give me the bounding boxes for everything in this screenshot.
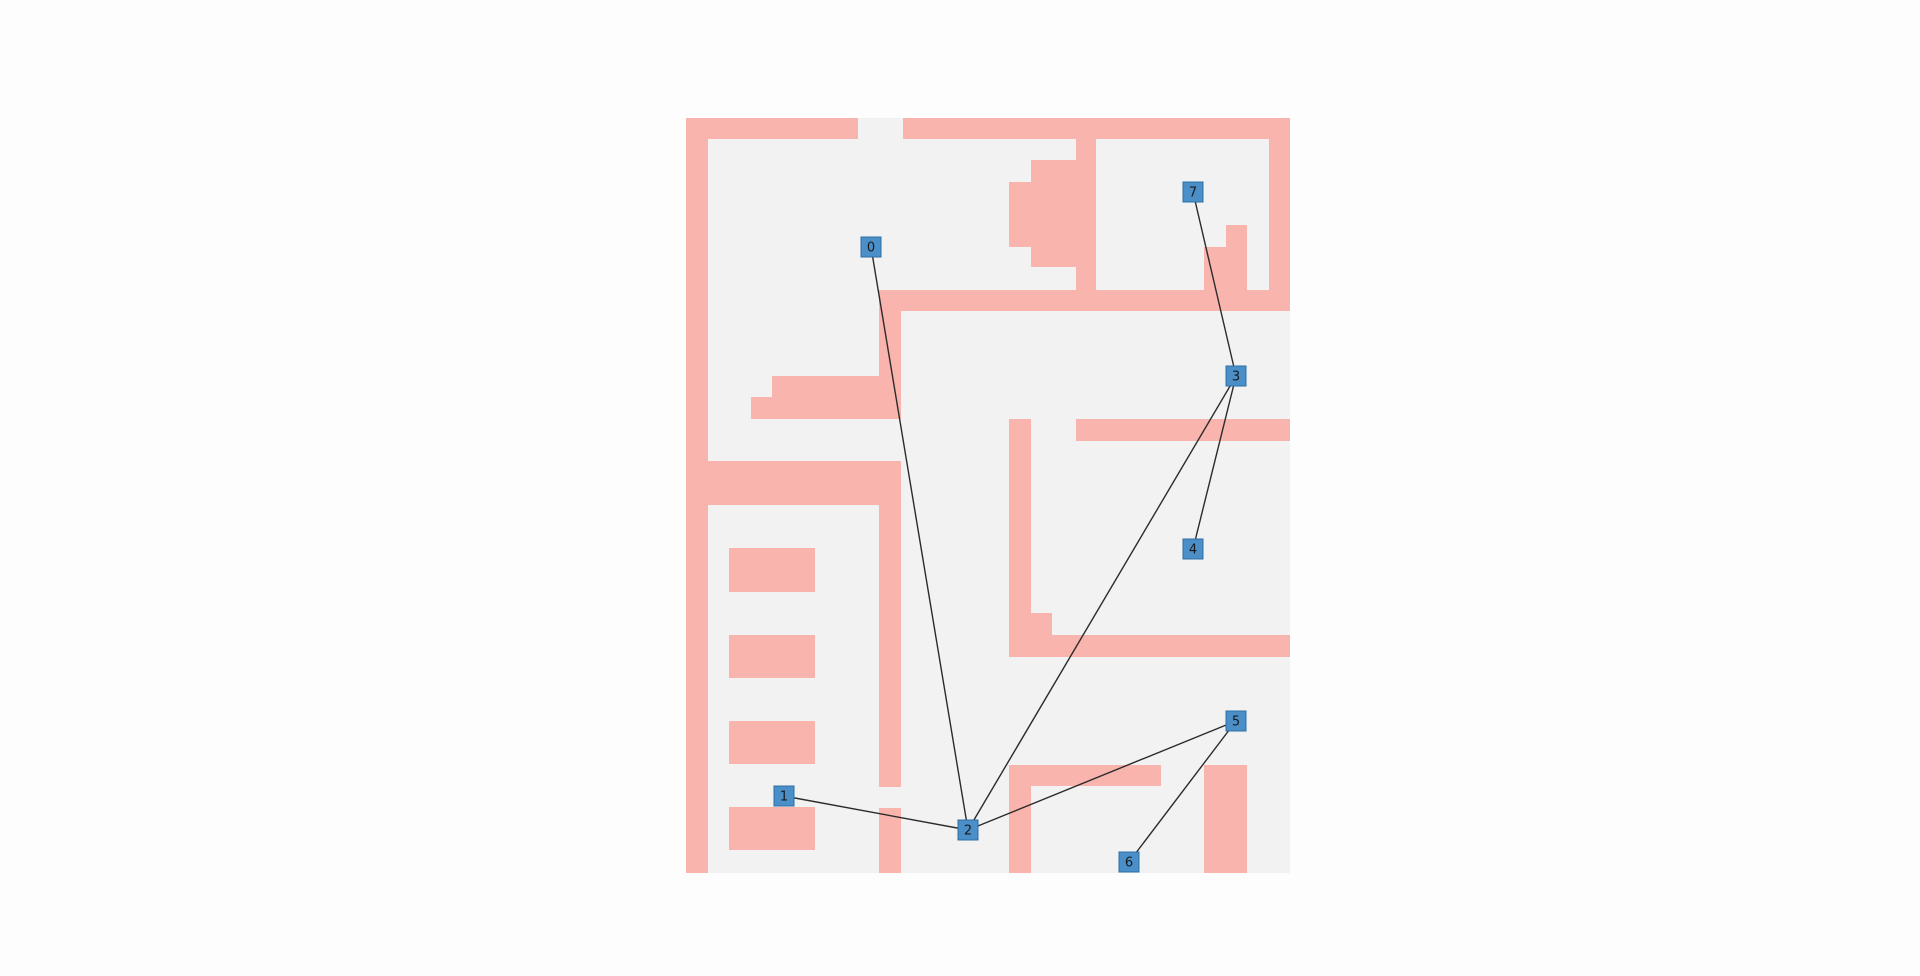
node-box (860, 236, 882, 258)
wall-segment (751, 397, 901, 419)
node-6: 6 (1118, 851, 1140, 873)
wall-segment (1226, 225, 1247, 311)
wall-segment (686, 461, 901, 505)
node-box (1118, 851, 1140, 873)
nodes-layer: 0 1 2 3 4 5 6 7 (773, 181, 1247, 873)
node-label: 5 (1232, 715, 1240, 730)
node-label: 7 (1189, 186, 1197, 201)
node-label: 3 (1232, 370, 1240, 385)
node-label: 6 (1125, 856, 1133, 871)
wall-segment (729, 721, 815, 764)
wall-segment (903, 118, 1290, 139)
wall-segment (879, 808, 901, 873)
wall-segment (1076, 139, 1096, 292)
wall-segment (1009, 613, 1052, 635)
node-1: 1 (773, 785, 795, 807)
node-3: 3 (1225, 365, 1247, 387)
walls-layer (686, 118, 1290, 873)
wall-segment (1076, 419, 1290, 441)
node-0: 0 (860, 236, 882, 258)
wall-segment (1009, 786, 1031, 873)
node-box (1225, 365, 1247, 387)
edge-2-3 (967, 375, 1237, 831)
wall-segment (1009, 419, 1031, 657)
wall-segment (686, 118, 858, 139)
node-box (957, 819, 979, 841)
wall-segment (1031, 160, 1076, 267)
edges-layer (783, 191, 1237, 863)
edge-0-2 (870, 246, 969, 831)
wall-segment (729, 548, 815, 592)
node-box (1182, 181, 1204, 203)
node-2: 2 (957, 819, 979, 841)
node-label: 0 (867, 241, 875, 256)
wall-segment (879, 290, 1290, 311)
wall-segment (772, 376, 901, 397)
node-label: 2 (964, 824, 972, 839)
edge-2-5 (967, 720, 1237, 831)
edge-1-2 (783, 795, 969, 831)
wall-segment (879, 505, 901, 787)
node-7: 7 (1182, 181, 1204, 203)
node-4: 4 (1182, 538, 1204, 560)
node-label: 1 (780, 790, 788, 805)
wall-segment (1009, 765, 1161, 786)
node-box (773, 785, 795, 807)
node-box (1182, 538, 1204, 560)
wall-segment (729, 635, 815, 678)
wall-segment (1009, 635, 1290, 657)
wall-segment (1009, 182, 1031, 247)
edge-3-4 (1192, 375, 1237, 550)
node-label: 4 (1189, 543, 1197, 558)
node-5: 5 (1225, 710, 1247, 732)
wall-segment (1269, 118, 1290, 311)
node-box (1225, 710, 1247, 732)
edge-3-7 (1192, 191, 1237, 377)
edge-5-6 (1128, 720, 1237, 863)
wall-segment (1204, 765, 1247, 873)
wall-segment (729, 807, 815, 850)
